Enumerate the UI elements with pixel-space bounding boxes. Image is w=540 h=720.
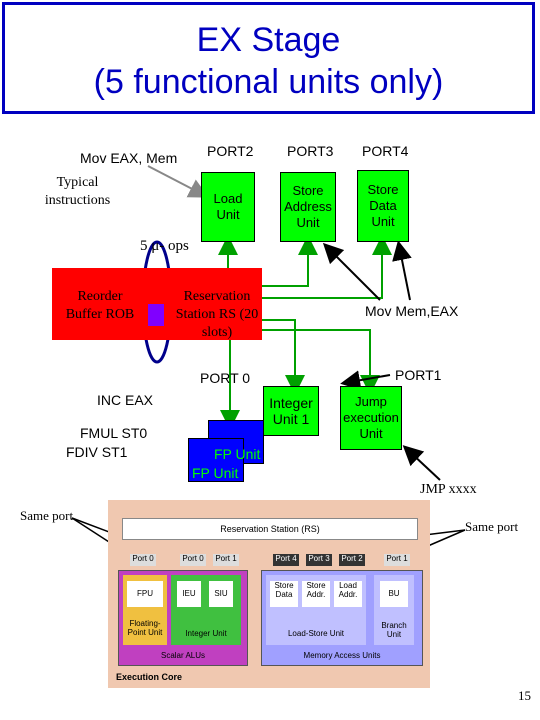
mov-mem-eax-label: Mov Mem,EAX <box>365 303 459 319</box>
port1-label: PORT1 <box>395 367 442 383</box>
uops-label: 5 μ- ops <box>140 238 189 254</box>
fp-unit-label-2: FP Unit <box>192 465 239 481</box>
integer-unit-1: Integer Unit 1 <box>263 386 319 436</box>
scalar-alus: FPU Floating-Point Unit IEU SIU Integer … <box>118 570 248 666</box>
core-port0a: Port 0 <box>130 554 156 566</box>
siu-label: SIU <box>209 581 233 607</box>
scalar-alus-label: Scalar ALUs <box>160 651 206 660</box>
reorder-buffer: Reorder Buffer ROB <box>52 268 172 340</box>
core-port0b: Port 0 <box>180 554 206 566</box>
branch-unit-block: BU Branch Unit <box>374 575 414 645</box>
core-port1b: Port 1 <box>384 554 410 566</box>
page-number: 15 <box>518 688 531 703</box>
load-unit-label: Load Unit <box>213 191 243 222</box>
store-address-label: Store Address Unit <box>284 183 332 230</box>
integer-unit-label: Integer Unit 1 <box>269 395 313 427</box>
ieu-label: IEU <box>177 581 201 607</box>
rs-label: Reservation Station RS (20 slots) <box>175 289 259 340</box>
jump-execution-unit: Jump execution Unit <box>340 386 402 450</box>
fmul-label: FMUL ST0 <box>80 425 148 441</box>
core-port4: Port 4 <box>273 554 299 566</box>
reservation-station: Reservation Station RS (20 slots) <box>172 268 262 340</box>
fp-unit-label-1: FP Unit <box>214 446 261 462</box>
store-address-unit: Store Address Unit <box>280 172 336 242</box>
same-port-right: Same port <box>465 519 519 534</box>
mov-eax-mem-label: Mov EAX, Mem <box>80 150 178 166</box>
integer-unit-block: IEU SIU Integer Unit <box>171 575 241 645</box>
execution-core: Reservation Station (RS) Port 0 Port 0 P… <box>108 500 430 688</box>
title-line-2: (5 functional units only) <box>93 63 444 101</box>
fpu-label: FPU <box>127 581 163 607</box>
store-data-core: Store Data <box>270 581 298 607</box>
typical-instructions-label: Typical instructions <box>44 175 111 208</box>
load-store-label: Load-Store Unit <box>287 629 345 638</box>
fpu-unit-label: Floating-Point Unit <box>127 619 163 637</box>
port2-label: PORT2 <box>207 143 254 159</box>
load-store-block: Store Data Store Addr. Load Addr. Load-S… <box>266 575 366 645</box>
inc-eax-label: INC EAX <box>97 392 154 408</box>
store-data-label: Store Data Unit <box>367 182 399 229</box>
memory-access-units: Store Data Store Addr. Load Addr. Load-S… <box>261 570 423 666</box>
rob-slot <box>148 304 164 326</box>
execution-core-label: Execution Core <box>116 672 183 682</box>
fp-unit-front <box>188 438 244 482</box>
branch-unit-label: Branch Unit <box>381 621 407 639</box>
memory-access-label: Memory Access Units <box>303 651 381 660</box>
core-rs-bar: Reservation Station (RS) <box>122 518 418 540</box>
core-port3: Port 3 <box>306 554 332 566</box>
title-box: EX Stage (5 functional units only) <box>2 2 535 114</box>
bu-label: BU <box>380 581 408 607</box>
same-port-left: Same port <box>20 508 74 523</box>
integer-unit-core-label: Integer Unit <box>185 629 227 638</box>
port3-label: PORT3 <box>287 143 334 159</box>
load-unit: Load Unit <box>201 172 255 242</box>
jump-unit-label: Jump execution Unit <box>343 394 399 441</box>
jmp-label: JMP xxxx <box>420 482 477 497</box>
store-data-unit: Store Data Unit <box>357 170 409 242</box>
title-line-1: EX Stage <box>196 21 341 59</box>
fdiv-label: FDIV ST1 <box>66 444 128 460</box>
rob-label: Reorder Buffer ROB <box>65 289 135 322</box>
fpu-block: FPU Floating-Point Unit <box>123 575 167 645</box>
core-port1a: Port 1 <box>213 554 239 566</box>
core-rs-title: Reservation Station (RS) <box>220 524 320 534</box>
store-addr-core: Store Addr. <box>302 581 330 607</box>
port0-label: PORT 0 <box>200 370 251 386</box>
load-addr-core: Load Addr. <box>334 581 362 607</box>
port4-label: PORT4 <box>362 143 409 159</box>
core-port2: Port 2 <box>339 554 365 566</box>
